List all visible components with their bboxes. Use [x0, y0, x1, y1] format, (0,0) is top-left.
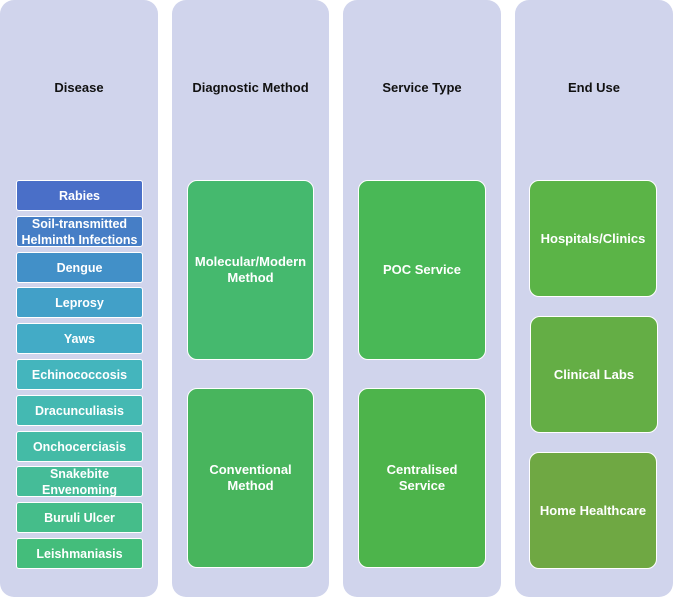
diagnostic-method-molecular-modern: Molecular/Modern Method [187, 180, 314, 360]
disease-item-buruli-ulcer: Buruli Ulcer [16, 502, 143, 533]
disease-item-dracunculiasis: Dracunculiasis [16, 395, 143, 426]
column-title-service-type: Service Type [382, 80, 462, 95]
disease-item-rabies: Rabies [16, 180, 143, 211]
column-title-end-use: End Use [567, 80, 620, 95]
disease-item-snakebite-envenoming: Snakebite Envenoming [16, 466, 143, 497]
disease-item-leprosy: Leprosy [16, 287, 143, 318]
end-use-home-healthcare: Home Healthcare [529, 452, 657, 569]
column-title-diagnostic-method: Diagnostic Method [192, 80, 309, 95]
disease-item-dengue: Dengue [16, 252, 143, 283]
service-type-centralised: Centralised Service [358, 388, 486, 568]
end-use-hospitals-clinics: Hospitals/Clinics [529, 180, 657, 297]
disease-item-onchocerciasis: Onchocerciasis [16, 431, 143, 462]
service-type-poc: POC Service [358, 180, 486, 360]
diagnostic-method-conventional: Conventional Method [187, 388, 314, 568]
disease-item-echinococcosis: Echinococcosis [16, 359, 143, 390]
disease-item-soil-transmitted-helminth-infections: Soil-transmitted Helminth Infections [16, 216, 143, 247]
end-use-clinical-labs: Clinical Labs [530, 316, 658, 433]
disease-item-leishmaniasis: Leishmaniasis [16, 538, 143, 569]
column-title-disease: Disease [54, 80, 104, 95]
disease-item-yaws: Yaws [16, 323, 143, 354]
